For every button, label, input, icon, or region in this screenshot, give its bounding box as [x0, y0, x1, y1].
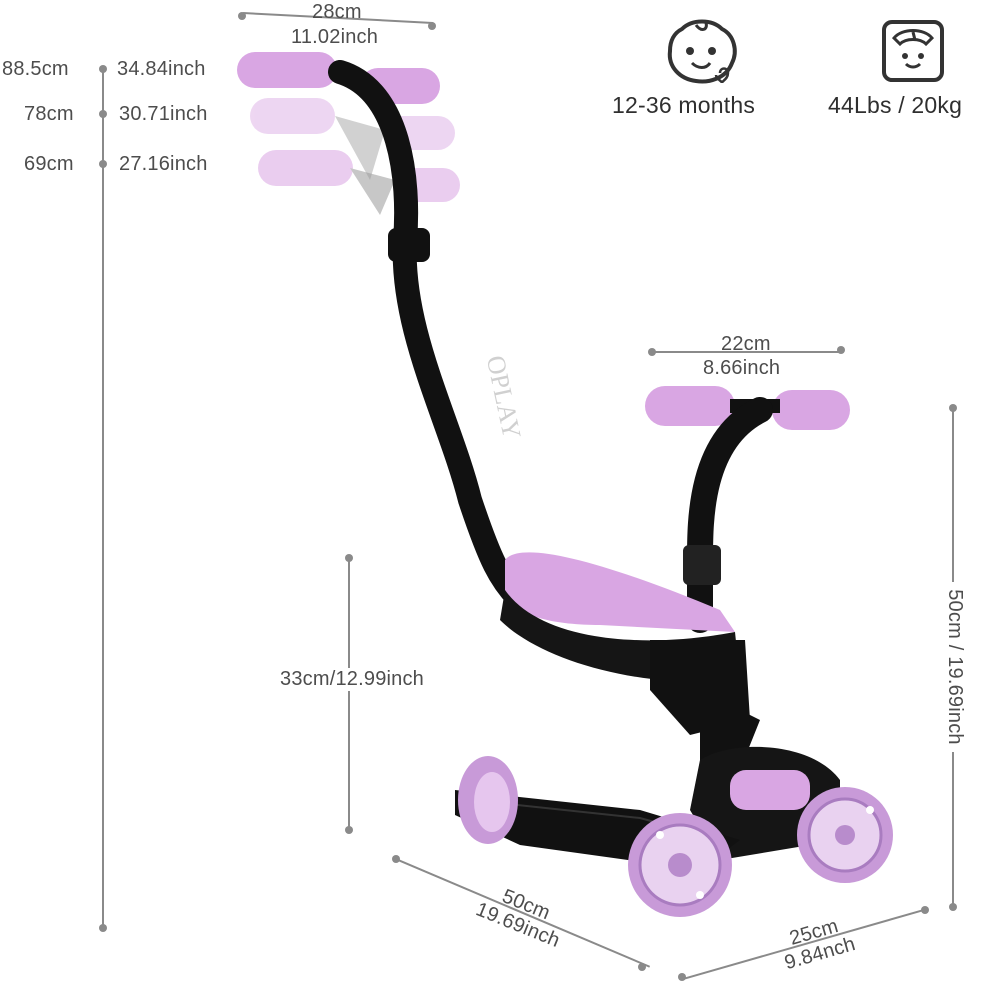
deck-width-dot-end — [921, 906, 929, 914]
height-dim-line — [102, 68, 104, 930]
height-69-cm: 69cm — [24, 153, 74, 175]
height-88-inch: 34.84inch — [117, 58, 206, 80]
front-width-dot-right — [837, 346, 845, 354]
brand-text: OPLAY — [481, 353, 527, 442]
height-dot-1 — [99, 65, 107, 73]
front-width-cm: 22cm — [721, 333, 771, 355]
front-height-dot-bottom — [949, 903, 957, 911]
top-width-cm: 28cm — [312, 1, 362, 23]
front-width-dot-left — [648, 348, 656, 356]
seat-height-dot-bottom — [345, 826, 353, 834]
front-width-line — [652, 351, 842, 353]
baby-face-icon — [667, 19, 737, 84]
seat-height-dot-top — [345, 554, 353, 562]
weight-label: 44Lbs / 20kg — [828, 92, 963, 118]
seat-height-label: 33cm/12.99inch — [278, 668, 427, 691]
seat-height-line — [348, 558, 350, 830]
front-height-label: 50cm / 19.69inch — [944, 582, 966, 752]
height-dot-2 — [99, 110, 107, 118]
height-88-cm: 88.5cm — [2, 58, 69, 80]
age-label: 12-36 months — [612, 92, 756, 118]
front-handle — [645, 386, 850, 633]
rear-wheel — [458, 756, 518, 844]
handlebar-ghost-69 — [258, 150, 460, 215]
deck-length-dot-end — [638, 963, 646, 971]
front-width-inch: 8.66inch — [703, 357, 781, 379]
scale-icon — [882, 20, 944, 82]
top-width-dot-right — [428, 22, 436, 30]
front-height-dot-top — [949, 404, 957, 412]
front-right-wheel — [797, 787, 893, 883]
deck-length-dot-start — [392, 855, 400, 863]
top-width-inch: 11.02inch — [291, 26, 379, 48]
front-left-wheel — [628, 813, 732, 917]
height-78-cm: 78cm — [24, 103, 74, 125]
height-dot-3 — [99, 160, 107, 168]
height-78-inch: 30.71inch — [119, 103, 208, 125]
top-width-dot-left — [238, 12, 246, 20]
height-69-inch: 27.16inch — [119, 153, 208, 175]
deck-width-dot-start — [678, 973, 686, 981]
height-dot-bottom — [99, 924, 107, 932]
